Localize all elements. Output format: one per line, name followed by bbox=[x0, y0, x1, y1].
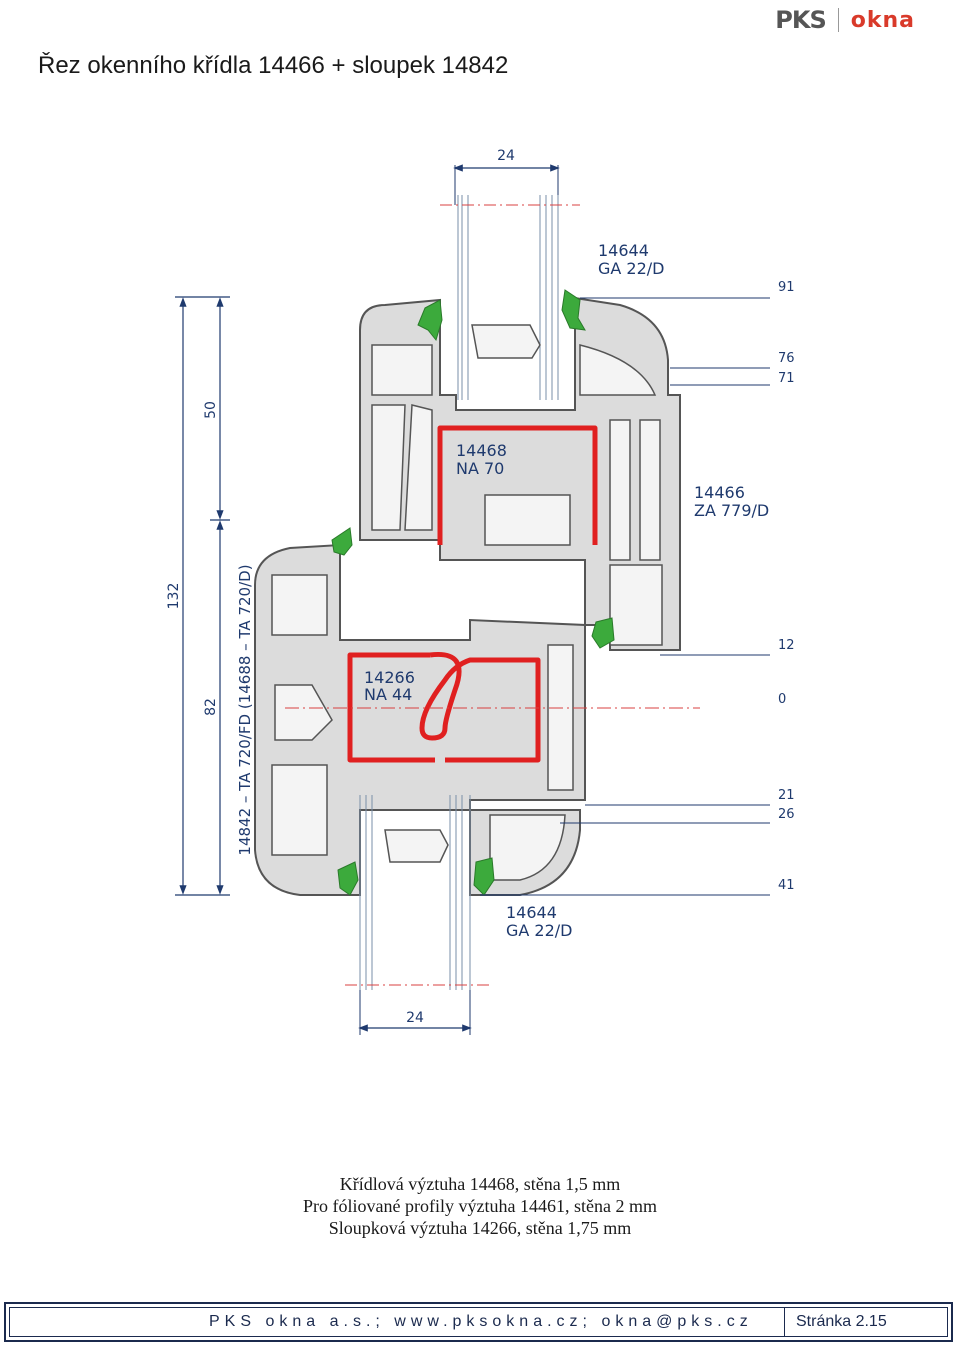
notes: Křídlová výztuha 14468, stěna 1,5 mm Pro… bbox=[0, 1173, 960, 1239]
dimension-top-glass: 24 bbox=[453, 148, 560, 205]
label-mullion-reinforcement-type: NA 44 bbox=[364, 685, 412, 704]
section-drawing: 24 bbox=[166, 148, 795, 1035]
label-gasket-top-type: GA 22/D bbox=[598, 259, 665, 278]
page-title: Řez okenního křídla 14466 + sloupek 1484… bbox=[38, 52, 509, 79]
level-12: 12 bbox=[778, 638, 795, 653]
level-26: 26 bbox=[778, 807, 795, 822]
label-mullion-reinforcement-code: 14266 bbox=[364, 668, 415, 687]
level-76: 76 bbox=[778, 351, 795, 366]
note-line-3: Sloupková výztuha 14266, stěna 1,75 mm bbox=[328, 1218, 632, 1238]
level-lines bbox=[480, 297, 770, 896]
logo-okna-text: okna bbox=[850, 7, 915, 33]
footer-contact: PKS okna a.s.; www.pksokna.cz; okna@pks.… bbox=[209, 1313, 753, 1330]
level-71: 71 bbox=[778, 371, 795, 386]
footer-frame bbox=[9, 1307, 948, 1337]
dim-left-lower: 82 bbox=[203, 698, 219, 716]
dimension-left bbox=[175, 296, 230, 896]
dim-top-glass-value: 24 bbox=[497, 148, 515, 164]
label-gasket-top-code: 14644 bbox=[598, 241, 649, 260]
dim-left-upper: 50 bbox=[203, 401, 219, 419]
dim-left-total: 132 bbox=[166, 583, 182, 610]
mullion-reinforcement-14266 bbox=[347, 651, 541, 763]
mullion-profile-14842 bbox=[254, 543, 586, 896]
level-41: 41 bbox=[778, 878, 795, 893]
label-gasket-bottom-code: 14644 bbox=[506, 903, 557, 922]
company-logo: PKS okna bbox=[775, 5, 915, 35]
footer-divider bbox=[784, 1307, 785, 1337]
logo-pks-text: PKS bbox=[775, 6, 826, 34]
label-mullion-profile: 14842 – TA 720/FD (14688 – TA 720/D) bbox=[236, 564, 254, 855]
glass-top bbox=[440, 195, 580, 400]
footer: PKS okna a.s.; www.pksokna.cz; okna@pks.… bbox=[4, 1302, 953, 1342]
gaskets bbox=[331, 289, 615, 896]
level-91: 91 bbox=[778, 280, 795, 295]
logo-separator bbox=[837, 8, 839, 32]
label-sash-profile-code: 14466 bbox=[694, 483, 745, 502]
glass-bottom bbox=[345, 795, 490, 990]
note-line-2: Pro fóliované profily výztuha 14461, stě… bbox=[303, 1196, 657, 1216]
note-line-1: Křídlová výztuha 14468, stěna 1,5 mm bbox=[339, 1174, 621, 1194]
dimension-bottom-glass: 24 bbox=[358, 990, 472, 1035]
label-sash-reinforcement-code: 14468 bbox=[456, 441, 507, 460]
dim-bottom-glass-value: 24 bbox=[406, 1010, 424, 1026]
level-0: 0 bbox=[778, 692, 786, 707]
label-sash-profile-type: ZA 779/D bbox=[694, 501, 769, 520]
level-21: 21 bbox=[778, 788, 795, 803]
footer-page-number: Stránka 2.15 bbox=[796, 1313, 887, 1330]
label-gasket-bottom-type: GA 22/D bbox=[506, 921, 573, 940]
sash-profile-14466 bbox=[359, 296, 681, 651]
label-sash-reinforcement-type: NA 70 bbox=[456, 459, 504, 478]
sash-reinforcement-14468 bbox=[437, 425, 598, 545]
